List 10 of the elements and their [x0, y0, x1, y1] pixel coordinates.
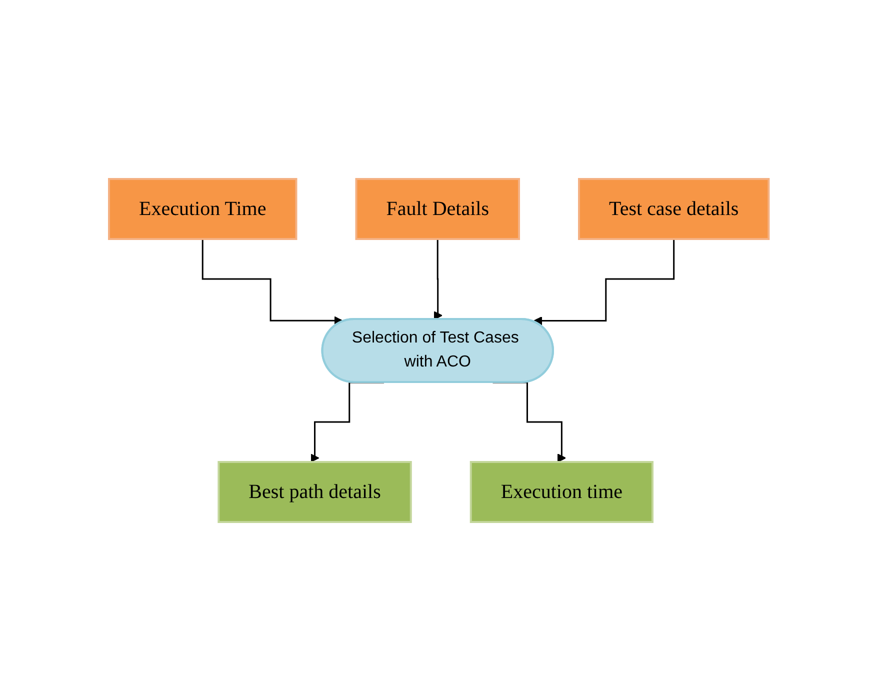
arrow: [310, 381, 384, 462]
arrow: [202, 238, 343, 325]
arrow: [533, 238, 674, 325]
node-box: Fault Details: [354, 178, 520, 240]
arrow: [492, 381, 566, 462]
node-box: Execution time: [470, 460, 654, 522]
node-box: Best path details: [217, 460, 412, 522]
node-box: Test case details: [578, 178, 770, 240]
arrow: [433, 238, 442, 320]
node-box: Execution Time: [108, 178, 297, 240]
